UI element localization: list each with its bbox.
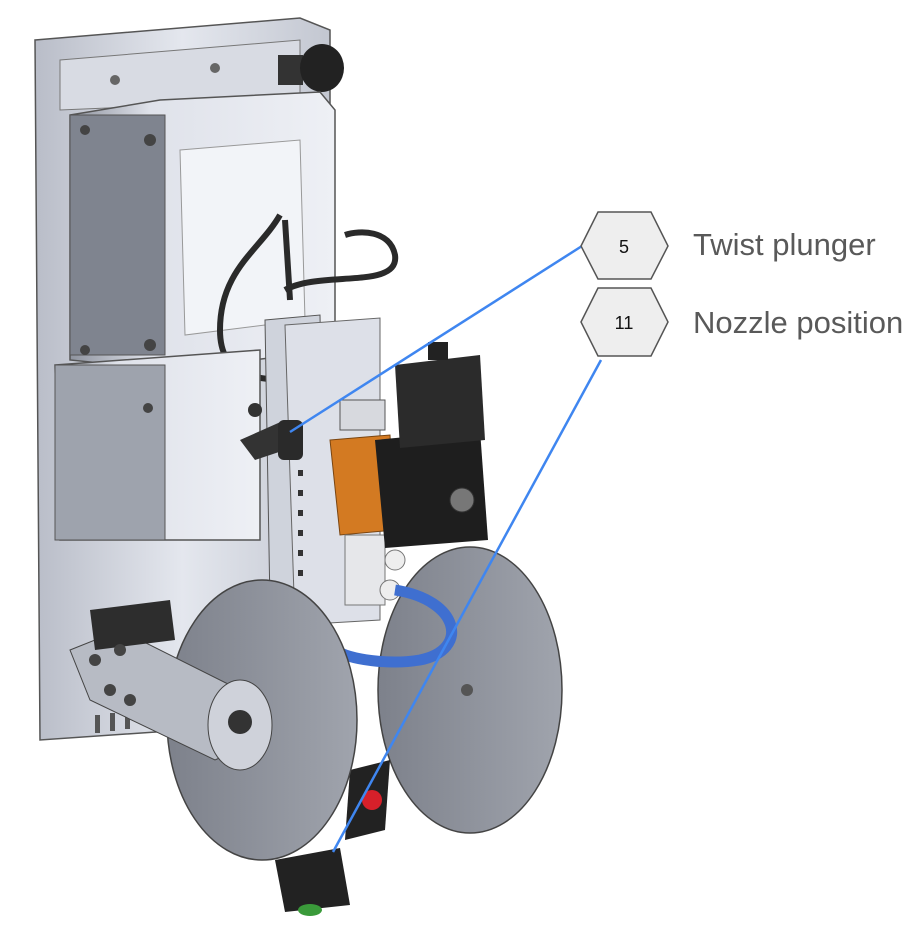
blue-hose xyxy=(331,584,457,668)
solenoid xyxy=(375,342,488,548)
upper-enclosure xyxy=(69,91,336,371)
right-disc xyxy=(377,546,563,834)
callout-label-twist-plunger: Twist plunger xyxy=(693,227,876,262)
callout-11[interactable]: 11 xyxy=(580,287,669,357)
lower-enclosure xyxy=(54,349,261,541)
knob xyxy=(278,44,344,92)
nozzle xyxy=(275,760,390,916)
leader-line-11 xyxy=(331,359,603,853)
callout-label-nozzle-position: Nozzle position xyxy=(693,305,904,340)
callout-number: 11 xyxy=(615,313,634,333)
callout-number: 5 xyxy=(619,237,629,257)
callout-5[interactable]: 5 xyxy=(580,211,669,280)
cables xyxy=(216,213,399,383)
twist-plunger xyxy=(240,403,303,460)
lever-arm xyxy=(69,600,273,771)
leader-line-5 xyxy=(289,244,583,434)
